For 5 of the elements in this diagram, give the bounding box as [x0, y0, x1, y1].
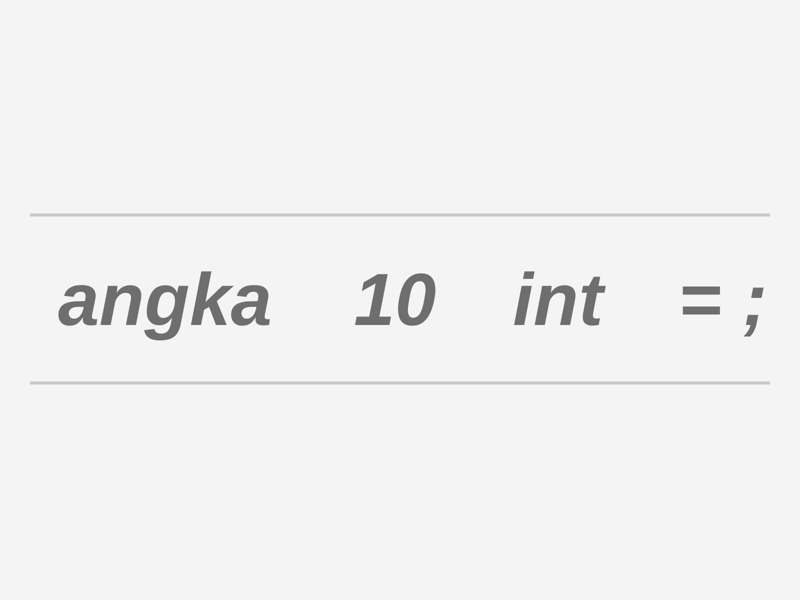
- word-label: 10: [355, 273, 436, 326]
- word-label: =: [682, 286, 720, 314]
- word-label: angka: [58, 271, 270, 340]
- word-label: int: [514, 271, 606, 326]
- word-label: ;: [744, 288, 764, 336]
